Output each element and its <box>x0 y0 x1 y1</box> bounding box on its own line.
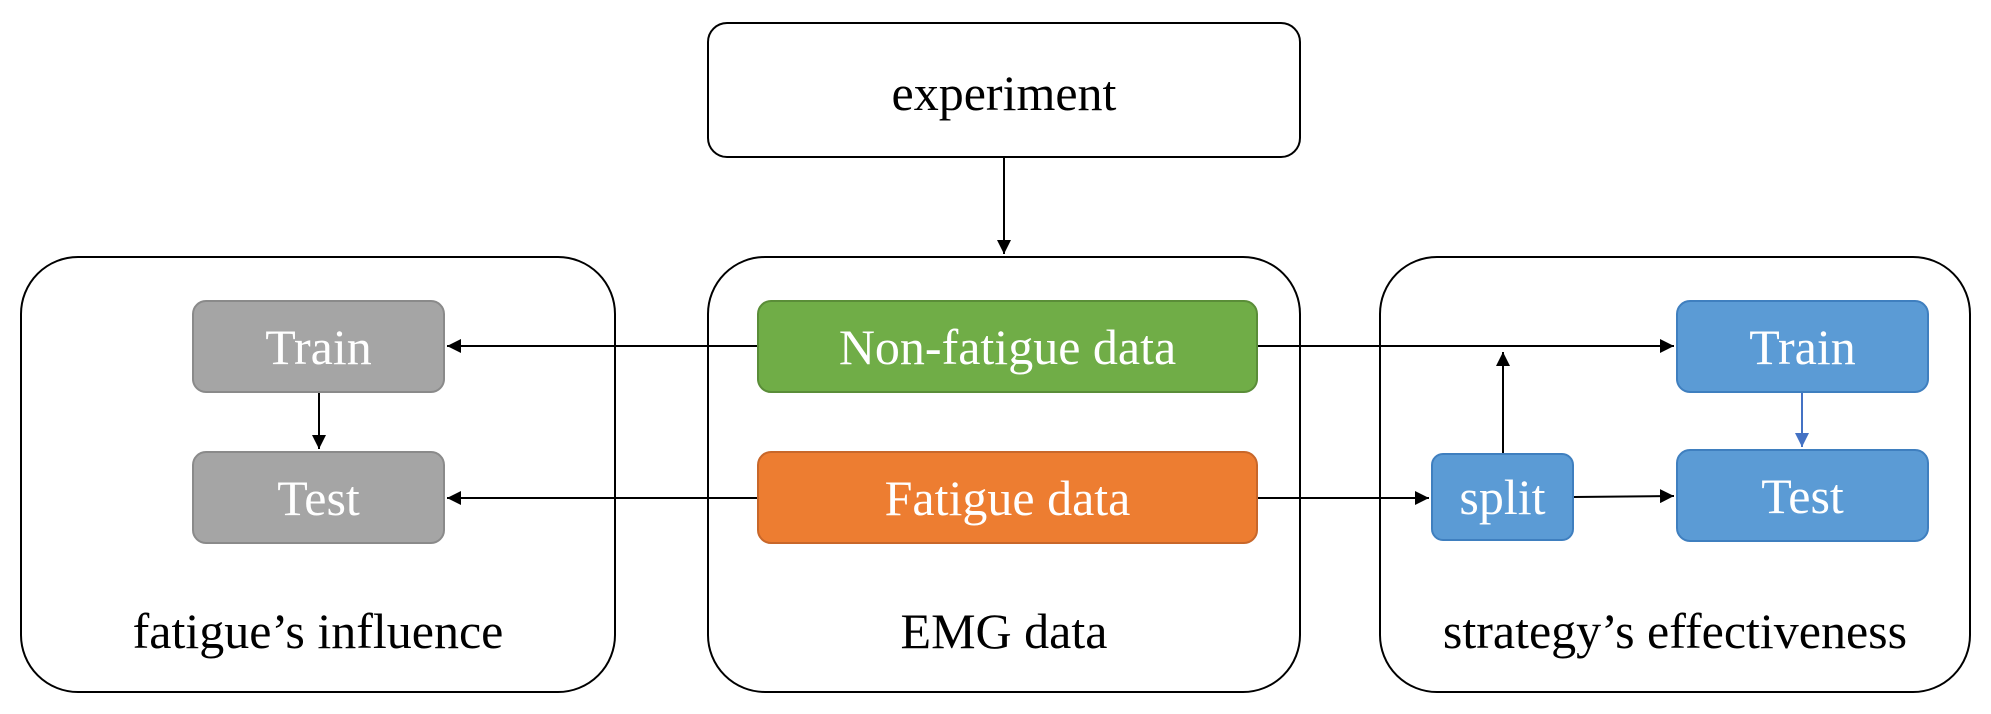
fatigue-data-node: Fatigue data <box>757 451 1258 544</box>
strategy-effectiveness-caption: strategy’s effectiveness <box>1442 603 1908 659</box>
right-test-node: Test <box>1676 449 1929 542</box>
right-train-node: Train <box>1676 300 1929 393</box>
left-train-node: Train <box>192 300 445 393</box>
experiment-label: experiment <box>891 65 1117 121</box>
experiment-box: experiment <box>707 22 1301 158</box>
non-fatigue-data-node: Non-fatigue data <box>757 300 1258 393</box>
fatigue-influence-caption: fatigue’s influence <box>132 603 504 659</box>
left-test-node: Test <box>192 451 445 544</box>
emg-data-caption: EMG data <box>900 603 1108 659</box>
split-node: split <box>1431 453 1574 541</box>
